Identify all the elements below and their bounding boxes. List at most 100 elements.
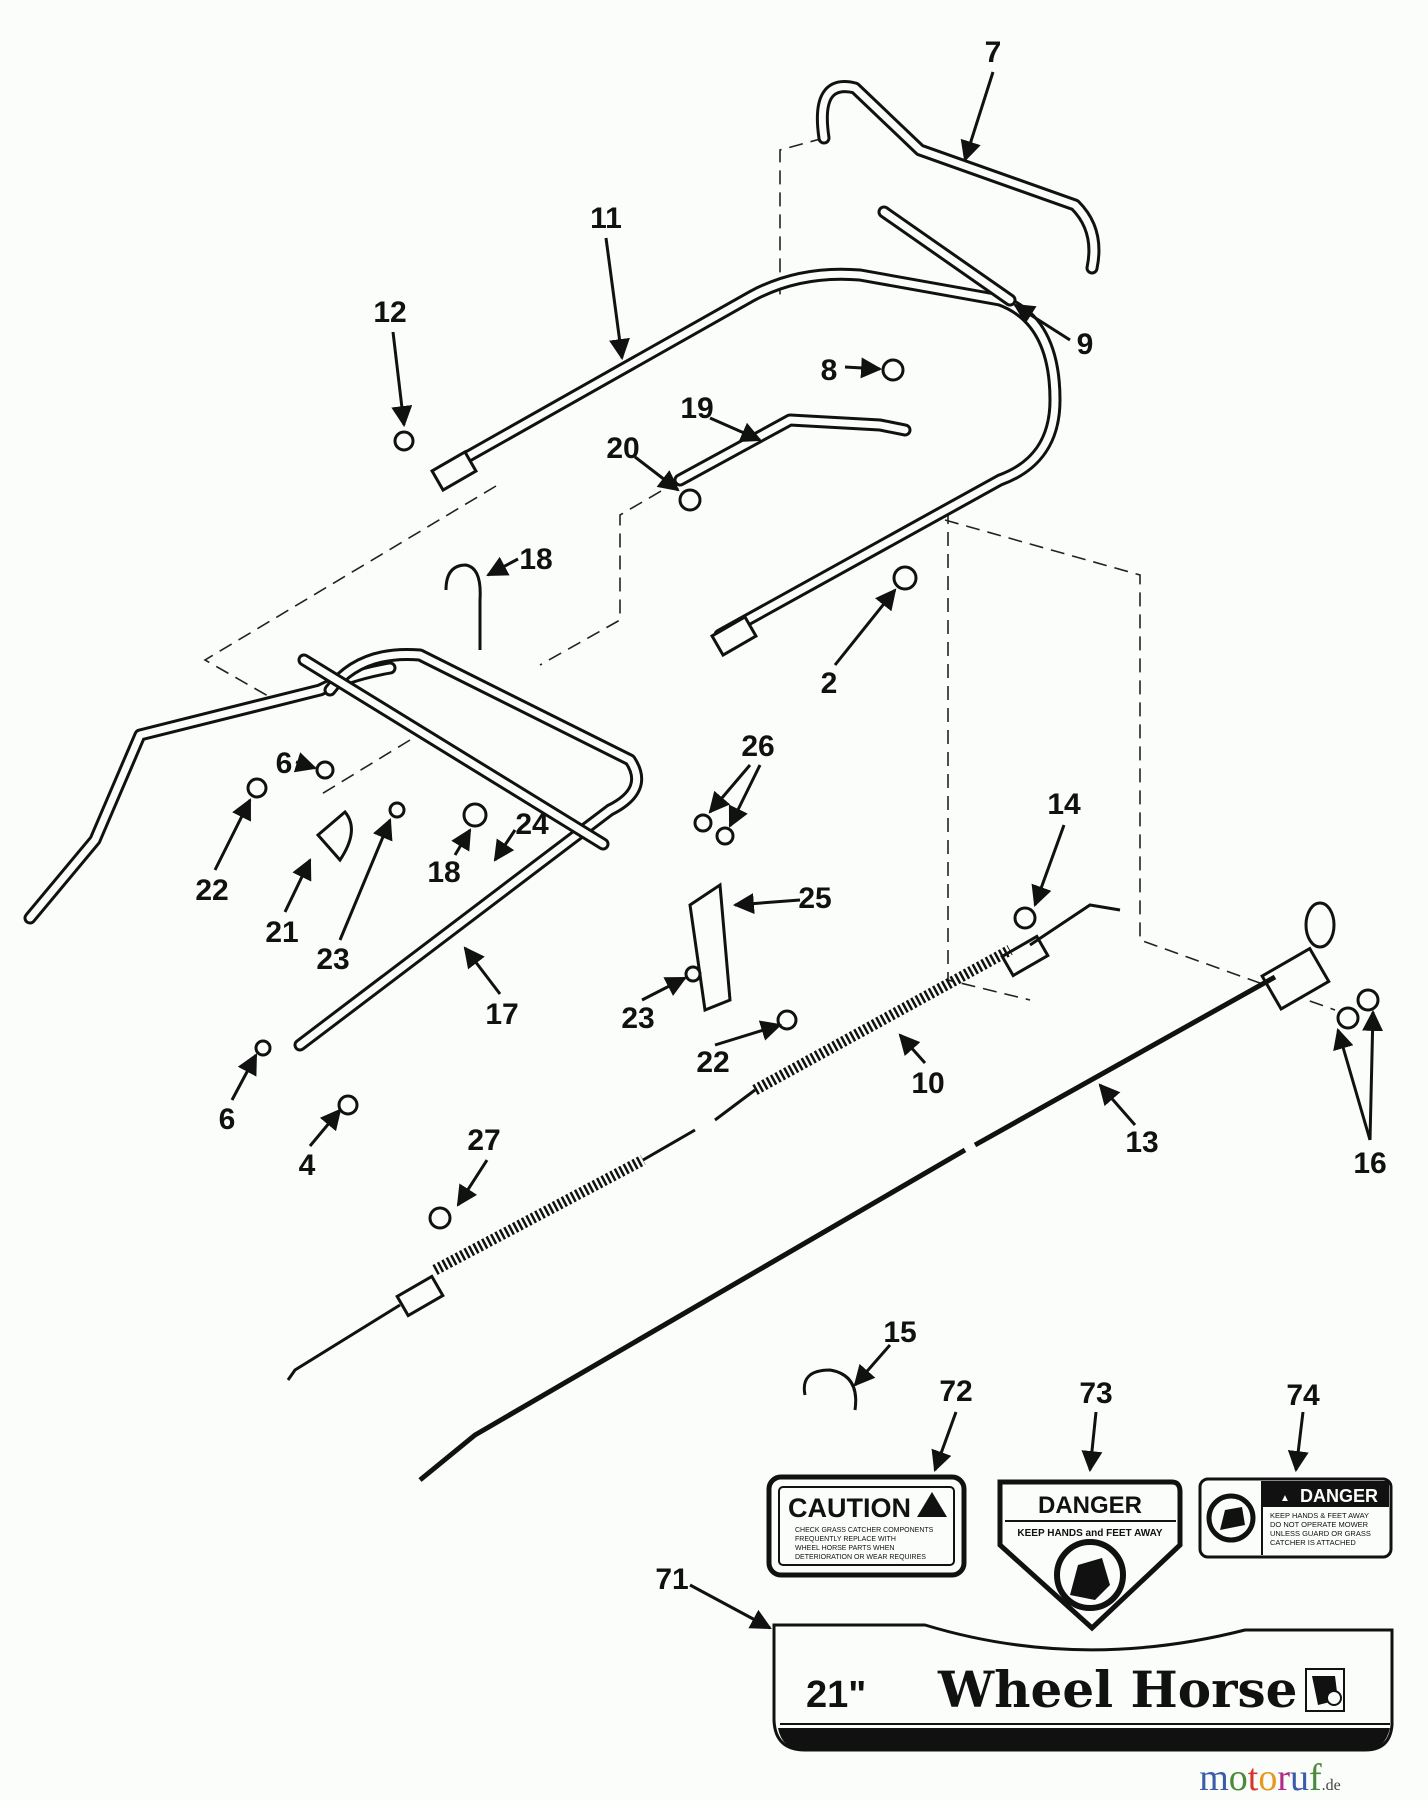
nut-20 xyxy=(678,488,702,512)
callout-6: 6 xyxy=(219,1103,236,1136)
svg-text:KEEP HANDS and FEET AWAY: KEEP HANDS and FEET AWAY xyxy=(1017,1528,1163,1539)
watermark: motoruf.de xyxy=(1199,1757,1341,1799)
nut-23 xyxy=(388,801,406,819)
bolt-27 xyxy=(428,1206,452,1230)
callout-27: 27 xyxy=(467,1124,500,1157)
callout-17: 17 xyxy=(485,998,518,1031)
cross-rod-24-inner xyxy=(300,656,607,848)
bolt-14 xyxy=(1013,906,1037,930)
top-handle-7-inner xyxy=(818,83,1098,272)
hook-18 xyxy=(444,563,482,650)
watermark-letter: o xyxy=(1258,1757,1277,1799)
control-16 xyxy=(1260,946,1331,1012)
callout-8: 8 xyxy=(821,354,838,387)
nut-23 xyxy=(684,965,702,983)
svg-text:DO NOT OPERATE MOWER: DO NOT OPERATE MOWER xyxy=(1270,1520,1369,1529)
bolt-26 xyxy=(693,813,713,833)
callout-9: 9 xyxy=(1077,328,1094,361)
bolt-22 xyxy=(776,1009,798,1031)
svg-text:CATCHER IS ATTACHED: CATCHER IS ATTACHED xyxy=(1270,1538,1356,1547)
callout-16: 16 xyxy=(1353,1147,1386,1180)
bracket-25 xyxy=(688,882,732,1013)
upper-handle-11-inner xyxy=(438,270,1059,639)
bolt-4 xyxy=(337,1094,359,1116)
alignment-lines xyxy=(203,137,1336,1011)
callout-25: 25 xyxy=(798,882,831,915)
svg-text:CHECK GRASS CATCHER COMPONENTS: CHECK GRASS CATCHER COMPONENTS xyxy=(795,1527,934,1534)
svg-text:DANGER: DANGER xyxy=(1300,1486,1378,1506)
watermark-letter: t xyxy=(1248,1757,1259,1799)
callout-13: 13 xyxy=(1125,1126,1158,1159)
callout-18: 18 xyxy=(427,856,460,889)
bail-19 xyxy=(673,413,912,487)
svg-text:DANGER: DANGER xyxy=(1038,1492,1142,1519)
bracket-21 xyxy=(315,809,353,863)
lower-frame-u-inner xyxy=(296,650,641,1049)
cable-10-spring xyxy=(752,945,1013,1095)
bolt-12 xyxy=(393,430,415,452)
cable-27-spring xyxy=(432,1155,646,1275)
cables xyxy=(286,903,1277,1482)
bolt-26 xyxy=(715,826,735,846)
callout-23: 23 xyxy=(316,943,349,976)
top-handle-7 xyxy=(815,80,1101,275)
wheel-horse-decal: 21" Wheel Horse xyxy=(772,1623,1394,1752)
callout-15: 15 xyxy=(883,1316,916,1349)
callout-22: 22 xyxy=(195,874,228,907)
callout-24: 24 xyxy=(515,808,549,841)
callout-22: 22 xyxy=(696,1046,729,1079)
leader-lines xyxy=(213,71,1384,1630)
clip-15 xyxy=(802,1368,858,1411)
danger-guard-decal: ▲ DANGER KEEP HANDS & FEET AWAY DO NOT O… xyxy=(1198,1477,1393,1559)
nut-6 xyxy=(315,760,335,780)
callout-labels: 7 11 12 9 8 19 20 18 2 26 14 6 22 18 24 … xyxy=(195,36,1386,1596)
callout-7: 7 xyxy=(985,36,1002,69)
svg-text:WHEEL HORSE PARTS WHEN: WHEEL HORSE PARTS WHEN xyxy=(795,1545,894,1552)
nut-8 xyxy=(881,358,905,382)
bolt-16 xyxy=(1356,988,1380,1012)
svg-text:FREQUENTLY REPLACE WITH: FREQUENTLY REPLACE WITH xyxy=(795,1536,896,1543)
caution-title: CAUTION xyxy=(788,1493,911,1523)
bracket-end xyxy=(429,449,479,493)
svg-text:DETERIORATION OR WEAR REQUIRES: DETERIORATION OR WEAR REQUIRES xyxy=(795,1554,926,1561)
nut-2 xyxy=(892,565,918,591)
mower-size: 21" xyxy=(806,1674,866,1716)
callout-10: 10 xyxy=(911,1067,944,1100)
callout-6: 6 xyxy=(276,747,293,780)
control-knob xyxy=(1304,901,1336,949)
bolt-16 xyxy=(1336,1006,1360,1030)
nut-18 xyxy=(462,802,488,828)
watermark-letter: u xyxy=(1290,1757,1309,1799)
callout-14: 14 xyxy=(1047,788,1081,821)
brand-name: Wheel Horse xyxy=(937,1660,1297,1719)
svg-text:KEEP HANDS & FEET AWAY: KEEP HANDS & FEET AWAY xyxy=(1270,1511,1369,1520)
warning-triangle-icon: ▲ xyxy=(1280,1493,1290,1504)
callout-74: 74 xyxy=(1286,1379,1320,1412)
watermark-letter: f xyxy=(1309,1757,1322,1799)
clamp xyxy=(1000,934,1050,978)
lower-frame-u xyxy=(293,647,644,1052)
bail-19-inner xyxy=(676,416,909,484)
bolt-22 xyxy=(246,777,268,799)
callout-20: 20 xyxy=(606,432,639,465)
callout-26: 26 xyxy=(741,730,774,763)
svg-text:UNLESS GUARD OR GRASS: UNLESS GUARD OR GRASS xyxy=(1270,1529,1371,1538)
upper-handle-11 xyxy=(435,267,1062,642)
hardware xyxy=(246,358,1380,1411)
callout-71: 71 xyxy=(655,1563,688,1596)
callout-2: 2 xyxy=(821,667,838,700)
caution-decal: CAUTION CHECK GRASS CATCHER COMPONENTS F… xyxy=(766,1474,967,1578)
watermark-letter: m xyxy=(1199,1757,1229,1799)
nut-6 xyxy=(254,1039,272,1057)
callout-12: 12 xyxy=(373,296,406,329)
callout-72: 72 xyxy=(939,1375,972,1408)
callout-11: 11 xyxy=(590,202,622,235)
callout-23: 23 xyxy=(621,1002,654,1035)
watermark-letter: o xyxy=(1229,1757,1248,1799)
rod-13 xyxy=(418,1147,967,1482)
clamp xyxy=(395,1274,445,1318)
bracket-end xyxy=(709,614,759,658)
watermark-letter: r xyxy=(1277,1757,1290,1799)
